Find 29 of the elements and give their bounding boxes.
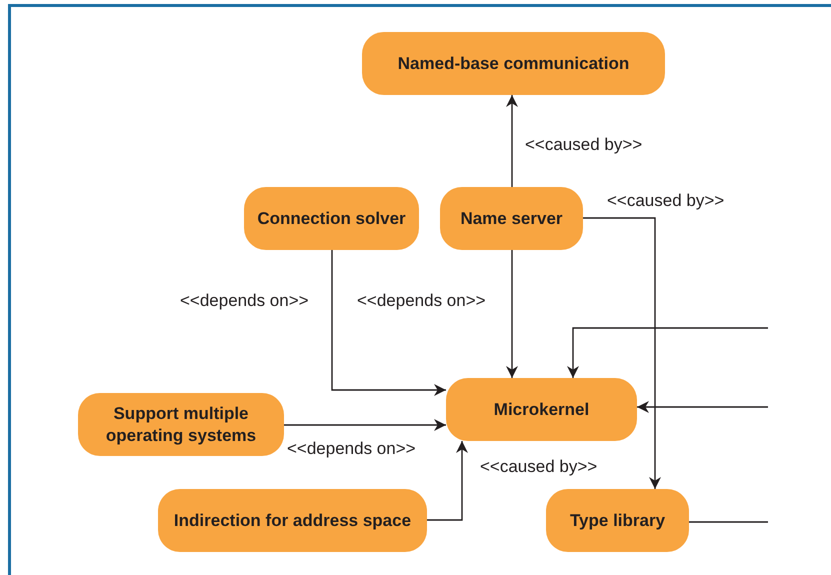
node-text: Name server xyxy=(460,208,563,230)
node-text: Microkernel xyxy=(494,398,590,420)
edge-label: <<caused by>> xyxy=(523,135,644,155)
process-box xyxy=(362,32,665,95)
edge-label: <<caused by>> xyxy=(478,457,600,477)
arrow xyxy=(427,441,468,521)
arrow xyxy=(506,250,518,378)
edge-label: <<depends on>> xyxy=(285,439,418,459)
edge-label: <<depends on>> xyxy=(178,291,311,311)
edge-label: <<caused by>> xyxy=(605,191,726,211)
process-box xyxy=(446,378,637,441)
process-box xyxy=(78,393,284,456)
node-text: Named-base communication xyxy=(398,52,630,74)
arrow xyxy=(506,95,518,187)
arrow xyxy=(284,419,446,431)
edge-label: <<depends on>> xyxy=(355,291,488,311)
process-box xyxy=(158,489,427,552)
node-text: Indirection for address space xyxy=(174,510,412,532)
process-box xyxy=(546,489,689,552)
connector-line xyxy=(689,521,768,523)
node-text: Type library xyxy=(570,510,666,532)
process-box xyxy=(440,187,583,250)
process-box xyxy=(244,187,419,250)
node-text: Connection solver xyxy=(257,208,406,230)
arrow xyxy=(583,217,661,489)
arrow xyxy=(331,250,446,396)
arrow xyxy=(637,401,768,413)
arrow xyxy=(567,327,768,378)
node-text: Support multiple operating systems xyxy=(104,403,258,446)
